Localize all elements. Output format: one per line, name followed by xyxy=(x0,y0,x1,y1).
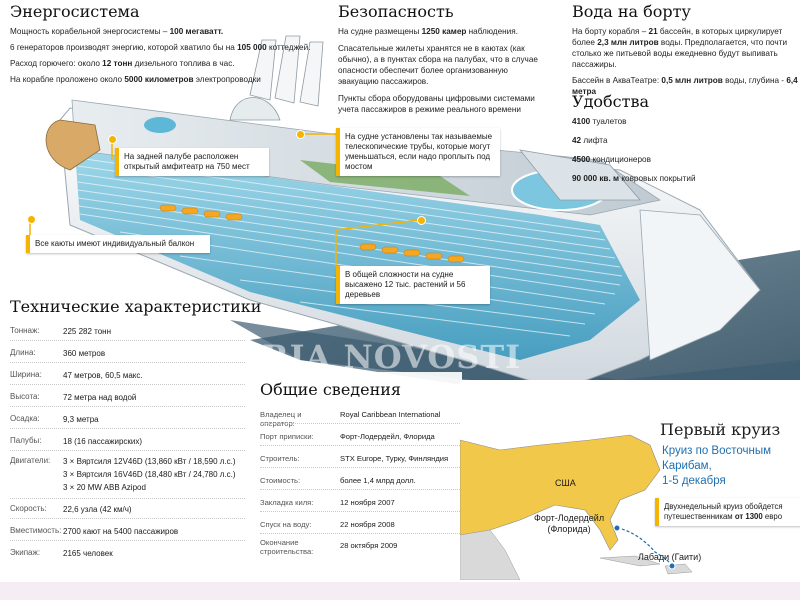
callout-dot-funnels xyxy=(296,130,305,139)
cuba xyxy=(599,555,661,567)
cruise-price-note: Двухнедельный круиз обойдется путешестве… xyxy=(655,498,800,526)
bottom-strip xyxy=(0,582,800,600)
ship-bow xyxy=(639,209,761,361)
map-label-usa: США xyxy=(555,478,576,488)
cruise-subtitle: Круиз по Восточным Карибам, 1-5 декабря xyxy=(662,445,772,487)
pool-small xyxy=(144,117,176,133)
callout-dot-plants xyxy=(417,216,426,225)
aqua-theater xyxy=(45,119,101,171)
callout-funnels: На судне установлены так называемые теле… xyxy=(336,128,500,176)
map-label-labadee: Лабади (Гаити) xyxy=(638,552,702,562)
funnels xyxy=(229,35,324,121)
callout-amphitheater: На задней палубе расположен открытый амф… xyxy=(115,148,269,176)
comfort-title: Удобства xyxy=(572,92,650,111)
water-title: Вода на борту xyxy=(572,2,691,21)
safety-title: Безопасность xyxy=(338,2,454,21)
callout-balconies: Все каюты имеют индивидуальный балкон xyxy=(26,235,210,253)
general-panel xyxy=(252,372,462,572)
cruise-route xyxy=(616,527,673,567)
callout-plants: В общей сложности на судне высажено 12 т… xyxy=(336,266,490,304)
energy-title: Энергосистема xyxy=(10,2,140,21)
lifeboats xyxy=(159,204,465,263)
callout-dot-balconies xyxy=(27,215,36,224)
watermark: RIA NOVOSTI xyxy=(262,338,522,376)
usa-land xyxy=(460,434,661,551)
general-title: Общие сведения xyxy=(260,380,402,399)
map-label-fort-lauderdale: Форт-Лодердейл (Флорида) xyxy=(534,513,605,534)
safety-text: На судне размещены 1250 камер наблюдения… xyxy=(338,27,538,114)
comfort-list: 4100 туалетов 42 лифта 4500 кондиционеро… xyxy=(572,117,696,183)
water-text: На борту корабля – 21 бассейн, в которых… xyxy=(572,27,798,96)
tech-title: Технические характеристики xyxy=(10,297,262,316)
cruise-title: Первый круиз xyxy=(660,420,781,439)
cruise-map xyxy=(460,380,800,580)
energy-text: Мощность корабельной энергосистемы – 100… xyxy=(10,27,311,84)
callout-dot-amphitheater xyxy=(108,135,117,144)
